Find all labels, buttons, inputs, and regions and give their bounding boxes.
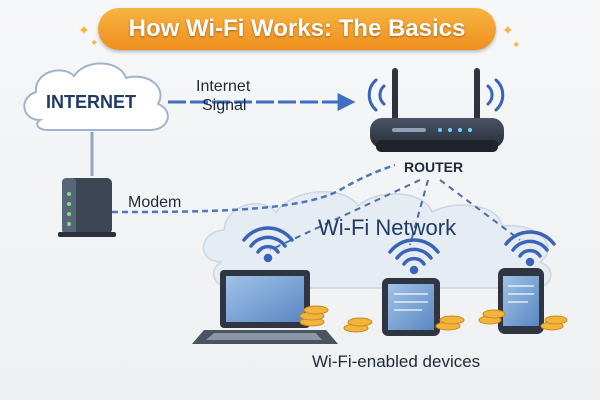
devices-label: Wi-Fi-enabled devices [312, 352, 481, 371]
network-label: Wi-Fi Network [318, 215, 457, 240]
coins-icon [299, 305, 568, 333]
diagram-title: How Wi-Fi Works: The Basics [128, 15, 466, 42]
modem-label: Modem [128, 194, 182, 211]
router-wifi-waves-icon [367, 78, 505, 112]
star-icon: ✦ [502, 22, 514, 38]
router-icon [370, 68, 504, 152]
signal-label-line1: Internet [196, 78, 251, 95]
star-icon: ✦ [90, 38, 99, 49]
internet-label: INTERNET [46, 92, 136, 112]
router-device-links [269, 179, 521, 251]
tablet-icon [382, 278, 440, 336]
modem-icon [58, 178, 116, 237]
star-icon: ✦ [78, 22, 90, 38]
title-banner [98, 8, 496, 50]
tablet-wifi-icon [388, 238, 440, 275]
star-icon: ✦ [512, 40, 521, 51]
phone-wifi-icon [504, 230, 556, 267]
modem-router-link [111, 163, 396, 214]
router-label: ROUTER [404, 159, 464, 175]
signal-label-line2: Signal [202, 97, 247, 114]
phone-icon [498, 268, 544, 334]
laptop-icon [192, 270, 338, 344]
internet-cloud-icon [23, 62, 169, 131]
laptop-wifi-icon [242, 226, 294, 263]
network-cloud-icon [202, 190, 552, 290]
